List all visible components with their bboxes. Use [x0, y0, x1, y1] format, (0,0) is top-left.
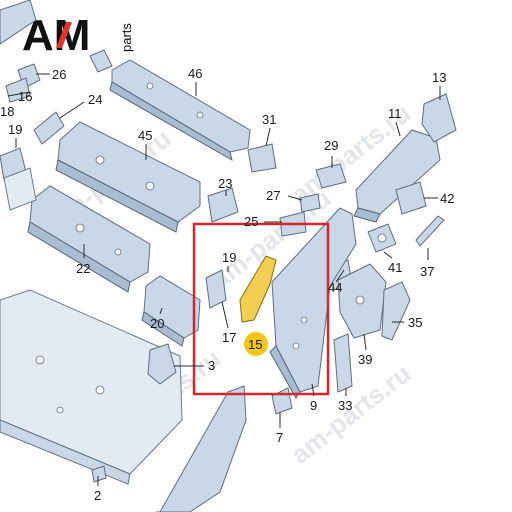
part-37: [415, 215, 445, 247]
callout-31: 31: [262, 112, 276, 127]
callout-13: 13: [432, 70, 446, 85]
callout-15: 15: [248, 337, 262, 352]
part-42: [395, 181, 427, 215]
part-23: [207, 187, 239, 223]
callout-18: 18: [0, 104, 14, 119]
callout-42: 42: [440, 191, 454, 206]
part-15-highlighted[interactable]: [239, 255, 277, 323]
callout-9: 9: [310, 398, 317, 413]
part-3: [147, 343, 177, 385]
logo-accent-mark: [56, 22, 72, 48]
part-45: [55, 121, 201, 233]
part-7: [271, 387, 293, 415]
part-35: [381, 281, 411, 341]
callout-17: 17: [222, 330, 236, 345]
part-46: [109, 59, 251, 162]
part-11: [353, 129, 441, 223]
callout-27: 27: [266, 188, 280, 203]
callout-45: 45: [138, 128, 152, 143]
part-24: [33, 111, 65, 145]
callout-41: 41: [388, 260, 402, 275]
callout-19-box: 19: [222, 250, 236, 265]
callout-26: 26: [52, 67, 66, 82]
part-39: [337, 263, 387, 339]
callout-20: 20: [150, 316, 164, 331]
callout-35: 35: [408, 315, 422, 330]
callout-24: 24: [88, 92, 102, 107]
callout-46: 46: [188, 66, 202, 81]
brand-logo: AM parts: [22, 11, 134, 60]
callout-7: 7: [276, 430, 283, 445]
part-31: [247, 143, 277, 173]
callout-22: 22: [76, 261, 90, 276]
callout-23: 23: [218, 176, 232, 191]
callouts: 2 3 7 9 11 13 15 16 17 18 19 19 20: [0, 66, 454, 503]
callout-39: 39: [358, 352, 372, 367]
part-17: [205, 269, 227, 309]
callout-19-left: 19: [8, 122, 22, 137]
part-13: [421, 93, 457, 143]
part-16: [5, 77, 31, 103]
callout-3: 3: [208, 358, 215, 373]
highlight-region: [192, 207, 357, 399]
part-9: [269, 207, 357, 399]
part-22: [27, 185, 151, 293]
callout-15-badge: [244, 332, 268, 356]
callout-33: 33: [338, 398, 352, 413]
part-33: [333, 333, 353, 393]
part-18: [3, 167, 37, 211]
callout-11: 11: [388, 106, 402, 121]
callout-29: 29: [324, 138, 338, 153]
part-top-left: [0, 0, 113, 73]
logo-parts-text: parts: [119, 23, 134, 52]
callout-16: 16: [18, 89, 32, 104]
callout-44: 44: [328, 280, 342, 295]
part-41: [367, 223, 397, 253]
callout-37: 37: [420, 264, 434, 279]
part-20: [141, 275, 201, 347]
highlight-frame: [192, 222, 330, 396]
part-rocker: [156, 385, 247, 512]
callout-2: 2: [94, 488, 101, 503]
part-2: [91, 465, 107, 483]
part-27: [299, 193, 321, 213]
callout-25: 25: [244, 214, 258, 229]
